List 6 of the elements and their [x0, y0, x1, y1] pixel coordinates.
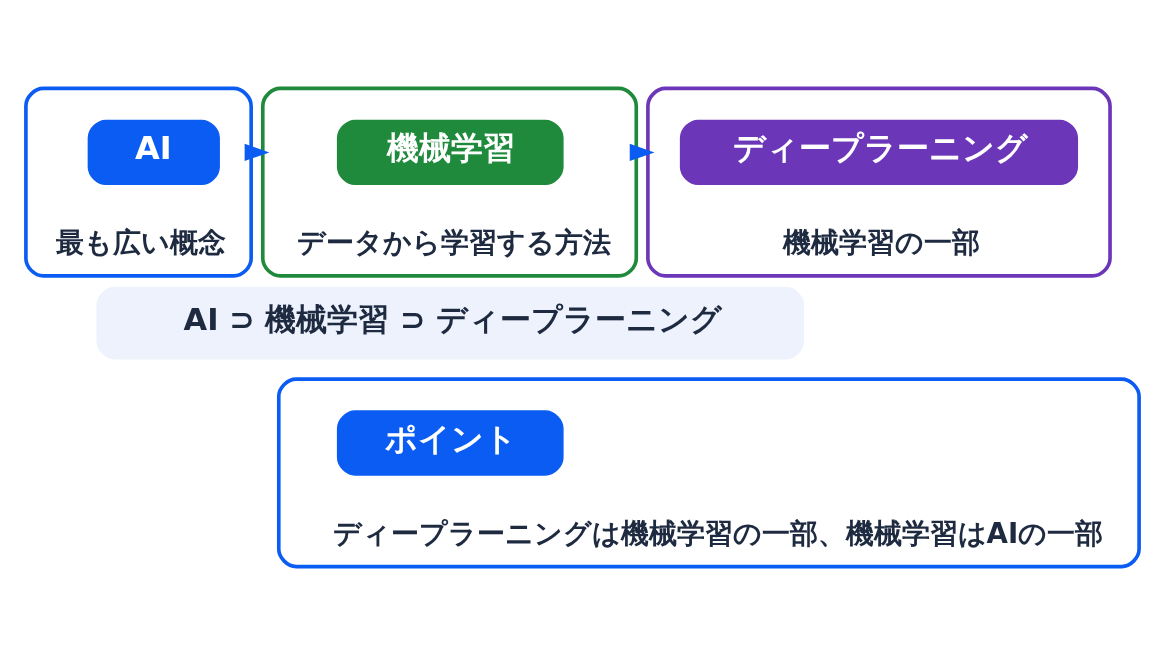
node-box: AI: [87, 119, 220, 186]
arrow: [629, 143, 655, 162]
node-box: ポイント: [336, 410, 564, 476]
node-box: ディープラーニング: [679, 119, 1079, 186]
arrow: [244, 143, 270, 162]
node-box: 機械学習: [336, 119, 564, 186]
